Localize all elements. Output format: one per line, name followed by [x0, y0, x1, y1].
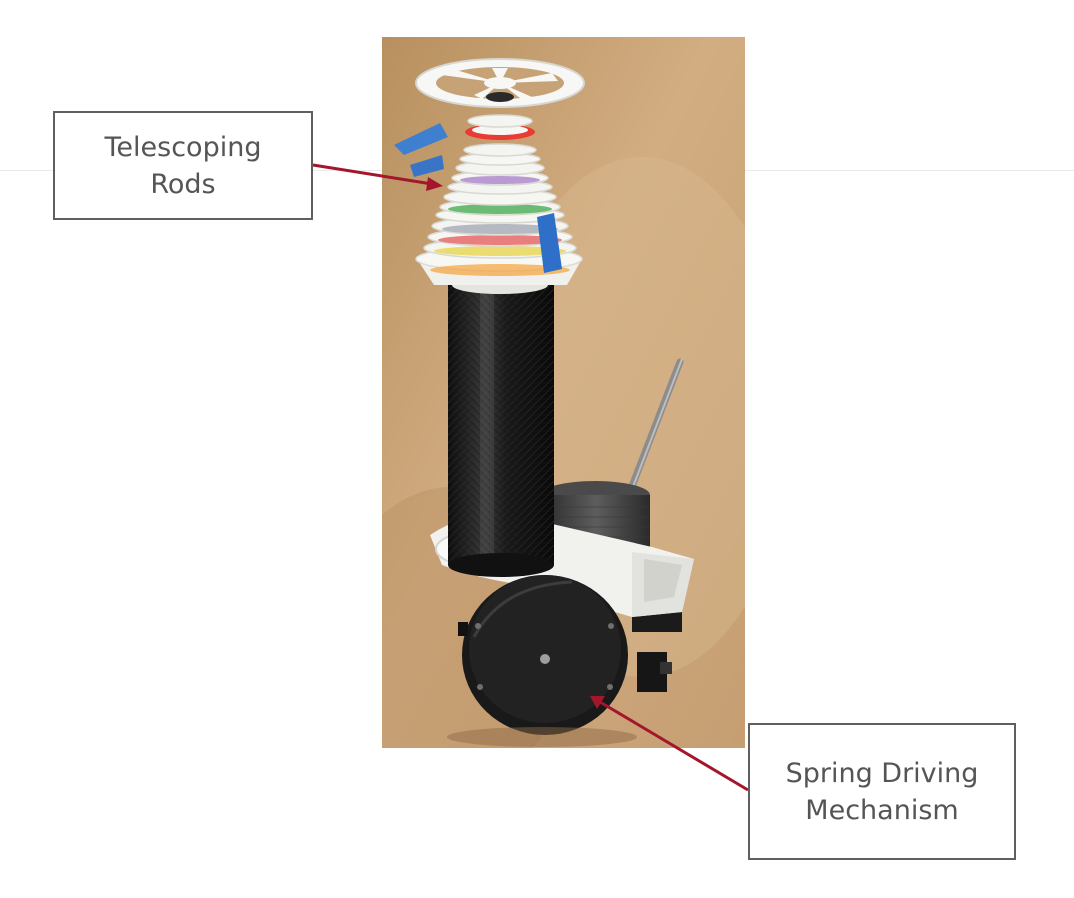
callout-telescoping-rods-line1: Telescoping	[104, 131, 262, 163]
callout-telescoping-rods-line2: Rods	[150, 168, 216, 200]
callout-spring-line2: Mechanism	[805, 794, 959, 826]
device-photo	[382, 37, 745, 748]
callout-telescoping-rods: Telescoping Rods	[53, 111, 313, 220]
tape-flag	[394, 123, 448, 155]
callout-spring-line1: Spring Driving	[785, 757, 979, 789]
top-spoked-wheel	[415, 58, 585, 108]
callout-spring-driving-mechanism: Spring Driving Mechanism	[748, 723, 1016, 860]
telescoping-discs	[415, 114, 583, 294]
tape-flag	[537, 213, 562, 273]
wheel-hub	[540, 654, 550, 664]
